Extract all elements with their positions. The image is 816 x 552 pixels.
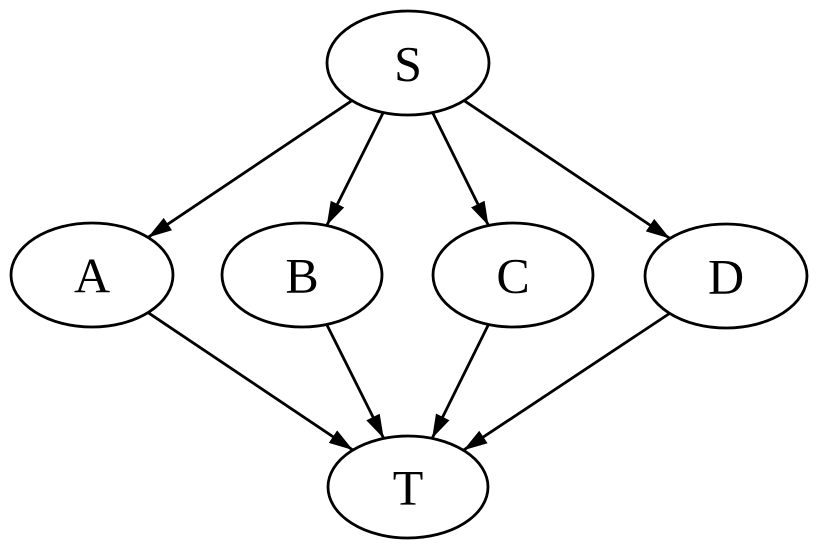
edge-B-T xyxy=(325,323,385,440)
node-D: D xyxy=(643,222,809,330)
node-D-ellipse xyxy=(643,222,809,330)
node-D-label: D xyxy=(708,249,744,305)
node-A-label: A xyxy=(74,248,110,304)
node-B-label: B xyxy=(285,248,318,304)
node-T: T xyxy=(326,434,490,540)
node-B: B xyxy=(220,221,384,329)
node-C-ellipse xyxy=(431,221,595,329)
node-S: S xyxy=(325,9,491,117)
node-T-ellipse xyxy=(326,434,490,540)
node-T-label: T xyxy=(393,460,424,516)
edge-A-T xyxy=(147,311,354,452)
node-B-ellipse xyxy=(220,221,384,329)
edge-S-C xyxy=(431,111,490,227)
edge-D-T xyxy=(462,312,671,452)
node-S-label: S xyxy=(394,36,422,92)
edge-S-B xyxy=(325,111,385,227)
node-C-label: C xyxy=(496,248,529,304)
node-A-ellipse xyxy=(9,221,175,329)
edge-S-A xyxy=(147,99,353,239)
edge-S-D xyxy=(463,99,671,240)
node-A: A xyxy=(9,221,175,329)
edge-C-T xyxy=(430,323,490,439)
node-C: C xyxy=(431,221,595,329)
node-S-ellipse xyxy=(325,9,491,117)
